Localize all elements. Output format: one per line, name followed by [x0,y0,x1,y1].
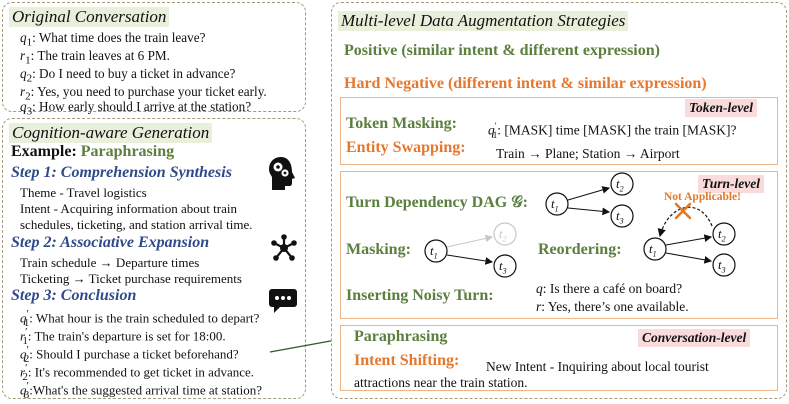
step-2-title: Step 2: Associative Expansion [11,234,210,251]
not-applicable-label: Not Applicable! [664,191,741,203]
conclusion-line-2: r′1: The train's departure is set for 18… [20,326,226,347]
conclusion-line-3: q′2: Should I purchase a ticket beforeha… [20,344,239,365]
theme-text: Theme - Travel logistics [20,185,147,200]
token-masking-label: Token Masking: [346,115,457,132]
original-line-2: r1: The train leaves at 6 PM. [20,48,170,67]
intent-shifting-text-2: attractions near the train station. [354,375,528,390]
mask-node-t2: t2 [499,226,507,244]
original-line-4: r2: Yes, you need to purchase your ticke… [20,84,267,103]
intent-shifting-label: Intent Shifting: [354,352,460,369]
reorder-node-t2: t2 [718,226,726,244]
assoc-text-2: Ticketing → Ticket purchase requirements [20,271,242,286]
masking-graph [424,222,517,278]
noisy-r: r: Yes, there’s one available. [536,299,689,314]
entity-swapping-label: Entity Swapping: [346,139,466,156]
step-1-title: Step 1: Comprehension Synthesis [11,164,232,181]
original-line-5: q3: How early should I arrive at the sta… [20,99,252,118]
original-line-1: q1: What time does the train leave? [20,30,206,49]
token-masking-text: q′1: [MASK] time [MASK] the train [MASK]… [488,121,737,141]
chat-bubble-icon [269,289,297,313]
mask-node-t3: t3 [499,258,507,276]
reorder-node-t3: t3 [718,257,726,275]
network-icon [271,234,297,261]
intent-text-2: schedules, ticketing, and station arriva… [20,217,253,232]
dag-node-t3: t3 [616,208,624,226]
conclusion-line-5: q′3:What's the suggested arrival time at… [20,380,262,401]
step-3-title: Step 3: Conclusion [11,287,137,304]
noisy-turn-label: Inserting Noisy Turn: [346,287,494,304]
cognition-generation-panel [2,118,306,399]
not-applicable-cross [674,202,692,220]
assoc-text-1: Train schedule → Departure times [20,255,200,270]
turn-dag-label: Turn Dependency DAG 𝒢: [346,194,528,211]
head-gears-icon [269,157,295,190]
turn-masking-label: Masking: [346,241,411,258]
reorder-node-t1: t1 [649,241,657,259]
token-level-tag: Token-level [685,99,757,117]
entity-swapping-text: Train → Plane; Station → Airport [496,146,680,161]
noisy-q: q: Is there a café on board? [536,281,683,296]
hard-negative-heading: Hard Negative (different intent & simila… [344,75,707,92]
turn-reordering-label: Reordering: [538,241,622,258]
dag-graph [545,172,634,228]
turn-level-tag: Turn-level [698,175,764,193]
conversation-level-tag: Conversation-level [638,329,751,347]
intent-text-1: Intent - Acquiring information about tra… [20,201,237,216]
dag-node-t1: t1 [551,196,559,214]
intent-shifting-text-1: New Intent - Inquiring about local touri… [486,359,709,374]
multi-level-title: Multi-level Data Augmentation Strategies [338,11,629,31]
original-line-3: q2: Do I need to buy a ticket in advance… [20,66,236,85]
conversation-level-box [340,325,778,391]
conclusion-line-4: r′2: It's recommended to get ticket in a… [20,362,255,383]
example-heading: Example: Paraphrasing [11,143,175,160]
dag-node-t2: t2 [616,176,624,194]
mask-node-t1: t1 [430,243,438,261]
reordering-graph [643,202,736,277]
conclusion-line-1: q′1: What hour is the train scheduled to… [20,308,260,329]
paraphrasing-label: Paraphrasing [354,328,448,345]
cognition-generation-title: Cognition-aware Generation [9,123,213,143]
original-conversation-title: Original Conversation [9,7,170,27]
positive-heading: Positive (similar intent & different exp… [344,42,660,59]
